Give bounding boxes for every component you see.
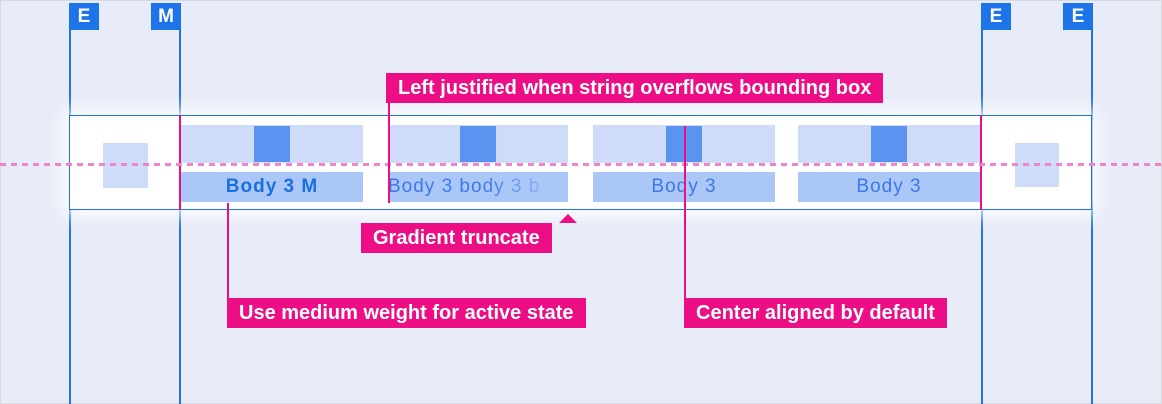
grid-line-edge-right (1091, 30, 1093, 404)
content-edge-marker-left (179, 115, 181, 210)
tab-item-active[interactable]: Body 3 M (181, 115, 363, 210)
annotation-center-aligned: Center aligned by default (684, 298, 947, 328)
annotation-medium-weight: Use medium weight for active state (227, 298, 586, 328)
gradient-truncated-text: Body 3 body 3 b (388, 172, 568, 202)
connector-left-justified (388, 103, 390, 203)
grid-line-margin-left (179, 30, 181, 404)
content-edge-marker-right (980, 115, 982, 210)
tab-icon-placeholder (254, 126, 290, 162)
spacing-marker-e-right-inner: E (981, 3, 1011, 30)
grid-line-edge-content-right (981, 30, 983, 404)
tab-icon-placeholder (460, 126, 496, 162)
annotation-gradient-truncate: Gradient truncate (361, 223, 552, 253)
connector-medium-weight (227, 203, 229, 298)
vertical-center-guide-dashed-line (0, 163, 1162, 166)
annotation-left-justified: Left justified when string overflows bou… (386, 73, 884, 103)
caret-up-icon (559, 214, 577, 223)
tab-label-active: Body 3 M (181, 172, 363, 202)
grid-line-edge-left (69, 30, 71, 404)
tab-label-default: Body 3 (798, 172, 980, 202)
spacing-marker-e-right-outer: E (1063, 3, 1093, 30)
spacing-marker-e-left: E (69, 3, 99, 30)
tab-label-truncated: Body 3 body 3 b (388, 172, 568, 202)
tab-item-default[interactable]: Body 3 (798, 115, 980, 210)
tab-item-overflow[interactable]: Body 3 body 3 b (388, 115, 568, 210)
spacing-marker-m-left: M (151, 3, 181, 30)
connector-center-aligned (684, 126, 686, 298)
tab-icon-placeholder (871, 126, 907, 162)
